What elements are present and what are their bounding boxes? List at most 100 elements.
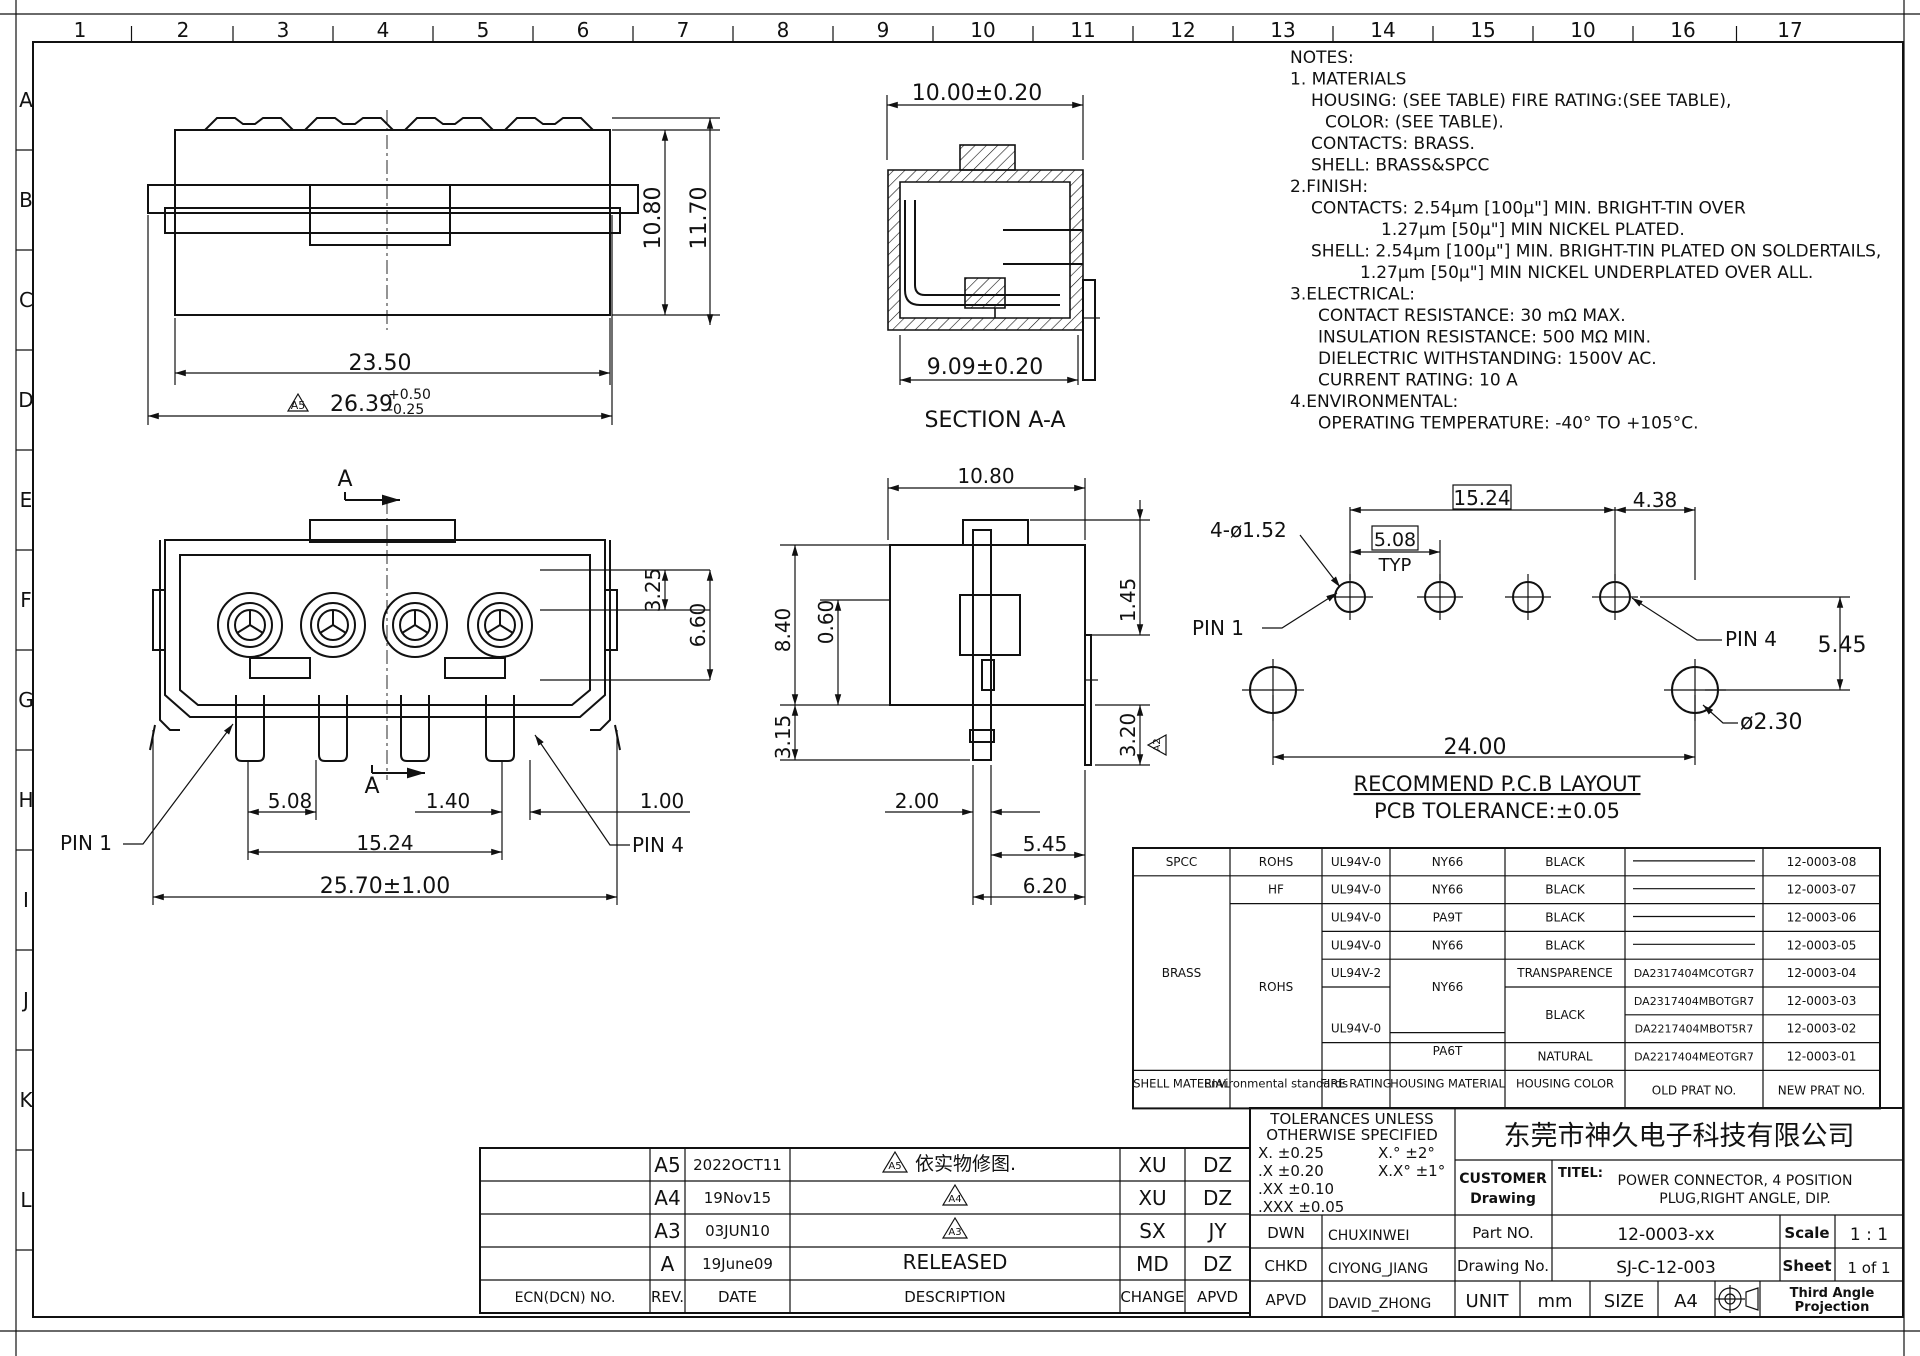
projection-label-2: Projection <box>1795 1300 1870 1315</box>
note-line: SHELL: 2.54μm [100μ"] MIN. BRIGHT-TIN PL… <box>1311 242 1881 262</box>
dim-6-20: 6.20 <box>1023 874 1068 898</box>
cell-shell-brass: BRASS <box>1162 966 1202 980</box>
border-column-label: 10 <box>1570 18 1595 42</box>
cell-new-part-no: 12-0003-08 <box>1787 855 1857 869</box>
cell-housing-color: BLACK <box>1545 911 1586 925</box>
unit-value: mm <box>1537 1291 1572 1312</box>
front-pin4-label: PIN 4 <box>632 833 684 857</box>
dim-9-09: 9.09±0.20 <box>927 355 1043 380</box>
note-line: 2.FINISH: <box>1290 177 1368 197</box>
note-line: INSULATION RESISTANCE: 500 MΩ MIN. <box>1318 328 1651 348</box>
scale-value: 1 : 1 <box>1850 1225 1888 1245</box>
border-row-label: G <box>18 688 34 712</box>
header-fire: FIRE RATING <box>1320 1076 1391 1090</box>
pcb-hole-spec: 4-ø1.52 <box>1210 518 1287 542</box>
border-column-label: 11 <box>1070 18 1095 42</box>
rev-triangle-icon <box>941 1216 969 1239</box>
cell-fire-rating: UL94V-2 <box>1331 966 1381 980</box>
dim-11-70: 11.70 <box>687 187 712 250</box>
header-env: Environmental standards <box>1204 1076 1348 1090</box>
dim-5-08: 5.08 <box>268 789 313 813</box>
border-column-label: 12 <box>1170 18 1195 42</box>
tol-angular: X.° ±2° <box>1378 1144 1435 1162</box>
note-line: 1. MATERIALS <box>1290 70 1406 90</box>
rev-desc-mark: A3 <box>948 1227 961 1238</box>
contact-ring <box>227 602 273 648</box>
rev-triangle-icon <box>941 1183 969 1206</box>
cell-housing-material: NY66 <box>1432 883 1464 897</box>
dim-26-39-tol-minus: -0.25 <box>388 402 424 418</box>
pcb-dim-5-45: 5.45 <box>1818 633 1867 658</box>
cell-old-part-no: DA2217404MEOTGR7 <box>1634 1051 1754 1064</box>
border-row-label: D <box>18 388 33 412</box>
chkd-name: CIYONG_JIANG <box>1328 1261 1428 1277</box>
rev-change: XU <box>1138 1186 1166 1210</box>
contact-cavity <box>467 592 533 658</box>
note-line: HOUSING: (SEE TABLE) FIRE RATING:(SEE TA… <box>1311 91 1731 111</box>
cell-fire-rating: UL94V-0 <box>1331 883 1381 897</box>
dim-1-45: 1.45 <box>1116 578 1140 623</box>
cell-housing-color: TRANSPARENCE <box>1516 966 1613 980</box>
cell-old-part-no: DA2317404MCOTGR7 <box>1634 967 1755 980</box>
solder-tail <box>318 695 348 762</box>
pcb-layout: 15.24 4.38 5.08 TYP 4-ø1.52 PIN 1 PIN 4 … <box>1192 484 1867 823</box>
note-line: 3.ELECTRICAL: <box>1290 285 1415 305</box>
front-pin1-label: PIN 1 <box>60 831 112 855</box>
dim-5-45: 5.45 <box>1023 832 1068 856</box>
border-column-label: 17 <box>1777 18 1802 42</box>
contact-slots <box>236 610 264 634</box>
rev-apvd: DZ <box>1203 1252 1232 1276</box>
rev-date: 2022OCT11 <box>693 1156 782 1174</box>
note-line: CONTACTS: BRASS. <box>1311 134 1475 154</box>
sheet-value: 1 of 1 <box>1847 1259 1890 1277</box>
rev-desc-mark: A5 <box>888 1161 901 1172</box>
border-column-label: 13 <box>1270 18 1295 42</box>
rev-apvd: JY <box>1206 1219 1227 1243</box>
dim-26-39: 26.39 <box>330 392 393 417</box>
cell-env-hf: HF <box>1268 883 1284 897</box>
header-shell: SHELL MATERIAL <box>1133 1076 1230 1090</box>
cell-housing-color: BLACK <box>1545 938 1586 952</box>
rev-apvd: DZ <box>1203 1153 1232 1177</box>
cell-new-part-no: 12-0003-06 <box>1787 911 1857 925</box>
border-column-label: 10 <box>970 18 995 42</box>
scale-label: Scale <box>1784 1224 1829 1242</box>
titel-label: TITEL: <box>1558 1166 1603 1181</box>
cell-new-part-no: 12-0003-03 <box>1787 994 1857 1008</box>
solder-tail <box>485 695 515 762</box>
cell-old-part-no: DA2317404MBOTGR7 <box>1634 995 1754 1008</box>
table-frame <box>1132 847 1881 1110</box>
cell-fire-rating: UL94V-0 <box>1331 938 1381 952</box>
contact-cavity <box>300 592 366 658</box>
drawing-no-value: SJ-C-12-003 <box>1616 1258 1716 1278</box>
title-line-2: PLUG,RIGHT ANGLE, DIP. <box>1659 1191 1830 1207</box>
contact-slots <box>401 610 429 634</box>
pcb-dim-2-30: ø2.30 <box>1740 710 1802 735</box>
cell-fire-rating: UL94V-0 <box>1331 855 1381 869</box>
border-row-label: L <box>20 1188 32 1212</box>
header-material: HOUSING MATERIAL <box>1390 1076 1505 1090</box>
rev-date: 03JUN10 <box>705 1222 770 1240</box>
cell-housing-color: NATURAL <box>1537 1050 1592 1064</box>
cell-fire-rating: UL94V-0 <box>1331 1022 1381 1036</box>
contact-cavity <box>382 592 448 658</box>
pcb-tolerance: PCB TOLERANCE:±0.05 <box>1374 799 1620 823</box>
header-color: HOUSING COLOR <box>1516 1076 1614 1090</box>
part-no-label: Part NO. <box>1472 1224 1534 1242</box>
tol-title-2: OTHERWISE SPECIFIED <box>1266 1126 1438 1144</box>
dwn-name: CHUXINWEI <box>1328 1228 1410 1244</box>
contact-slots <box>486 610 514 634</box>
notes-block: NOTES:1. MATERIALS HOUSING: (SEE TABLE) … <box>1290 48 1881 434</box>
border-row-label: I <box>23 888 29 912</box>
revision-header-change: CHANGE <box>1120 1288 1184 1306</box>
cell-old-part-no: DA2217404MBOT5R7 <box>1635 1023 1754 1036</box>
tol-linear: .XX ±0.10 <box>1258 1180 1334 1198</box>
note-line: CONTACT RESISTANCE: 30 mΩ MAX. <box>1318 306 1626 326</box>
solder-tail <box>400 695 430 762</box>
cell-housing-material: PA6T <box>1433 1044 1463 1058</box>
section-title: SECTION A-A <box>925 408 1066 433</box>
